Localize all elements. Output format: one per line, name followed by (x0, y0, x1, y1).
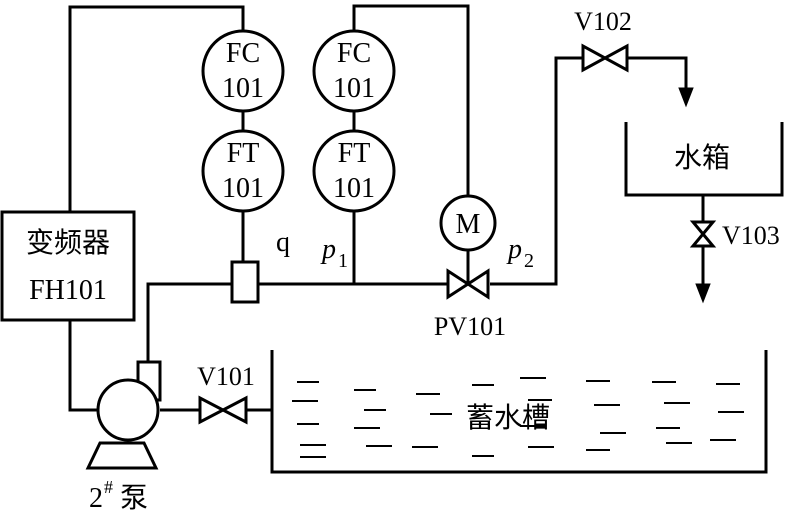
ft-transmitter-2 (312, 129, 396, 213)
ft2-num: 101 (333, 173, 375, 204)
ft2-tag: FT (338, 138, 371, 169)
p2-subscript: 2 (524, 250, 534, 272)
pump-base (85, 441, 159, 470)
pump-name: 泵 (120, 481, 148, 514)
ft-transmitter-1 (201, 129, 285, 213)
reservoir (270, 350, 768, 474)
ft1-num: 101 (222, 173, 264, 204)
flow-signal-label: q (276, 227, 290, 258)
arrow-into-tank-icon (678, 87, 694, 108)
reservoir-label: 蓄水槽 (466, 401, 550, 434)
v102-valve-icon (581, 43, 629, 73)
flow-meter-element (230, 260, 260, 304)
fc2-num: 101 (333, 73, 375, 104)
v101-label: V101 (197, 362, 255, 391)
ft1-tag: FT (227, 138, 260, 169)
fc-controller-2 (312, 29, 396, 113)
p1-label: p (320, 234, 336, 265)
inverter-pump-line (68, 320, 108, 412)
pv-outlet-pipe (490, 56, 583, 286)
inverter-signal-line (68, 5, 245, 212)
p1-subscript: 1 (338, 250, 348, 272)
pump-body (96, 378, 160, 442)
arrow-drain-icon (695, 283, 711, 304)
v103-valve-icon (689, 220, 717, 248)
v101-valve-icon (198, 395, 248, 425)
pump-superscript: # (104, 477, 113, 497)
fc1-tag: FC (226, 38, 260, 69)
pump-discharge-pipe (146, 282, 232, 362)
inverter-box (0, 210, 136, 322)
fc2-tag: FC (337, 38, 371, 69)
motor-label: M (456, 209, 481, 240)
fc-controller-1 (201, 29, 285, 113)
pump-number: 2 (89, 483, 103, 514)
pv101-valve-icon (446, 268, 490, 300)
water-tank (624, 122, 784, 197)
pv101-label: PV101 (434, 312, 506, 341)
inverter-tag: FH101 (29, 275, 107, 306)
v102-label: V102 (574, 7, 632, 36)
pv-signal-line (352, 4, 470, 195)
p2-label: p (506, 234, 522, 265)
inverter-name: 变频器 (26, 226, 110, 259)
reservoir-water-marks (292, 377, 744, 458)
v103-label: V103 (722, 221, 780, 250)
fc1-num: 101 (222, 73, 264, 104)
v102-outlet-pipe (627, 56, 688, 92)
water-tank-label: 水箱 (674, 141, 730, 174)
